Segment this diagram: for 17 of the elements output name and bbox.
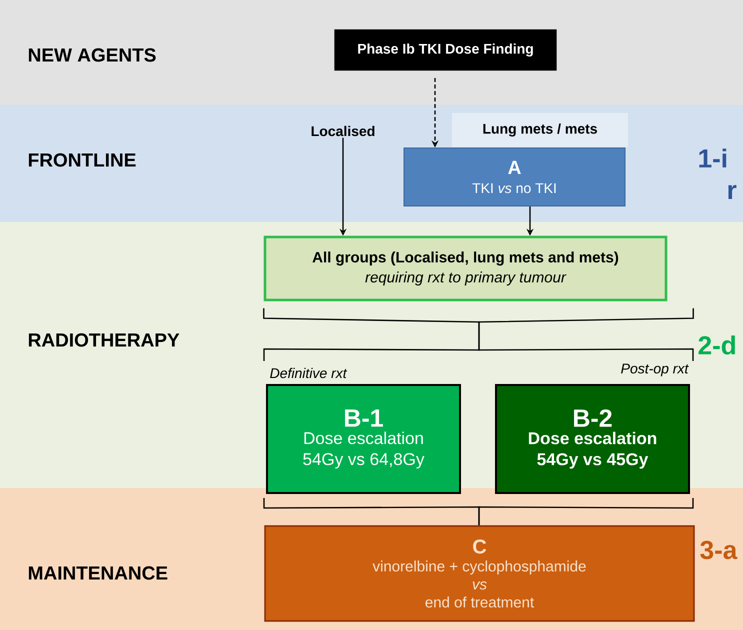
beside-label: Lung mets / mets — [452, 113, 628, 147]
branch-label: Localised — [312, 126, 374, 136]
section-number: 3-a — [700, 540, 738, 560]
bracket-connector — [478, 498, 694, 526]
process-box: B-2 Dose escalation 54Gy vs 45Gy — [495, 384, 690, 494]
bracket-connector — [263, 308, 480, 361]
section-number: 1-i — [699, 148, 726, 168]
branch-label: Definitive rxt — [270, 368, 348, 378]
process-box: All groups (Localised, lung mets and mets) requiring rxt to primary tumour — [264, 236, 668, 302]
branch-label: Post-op rxt — [621, 364, 689, 376]
process-box: B-1 Dose escalation 54Gy vs 64,8Gy — [266, 384, 461, 494]
bracket-connector — [478, 308, 694, 361]
process-box: A TKI vs no TKI — [404, 148, 626, 206]
process-box: C vinorelbine + cyclophosphamide vs end of treatment — [264, 525, 695, 622]
section-number: r — [728, 185, 736, 199]
section-number: 2-d — [698, 335, 735, 355]
process-box: Phase Ib TKI Dose Finding — [334, 29, 557, 71]
